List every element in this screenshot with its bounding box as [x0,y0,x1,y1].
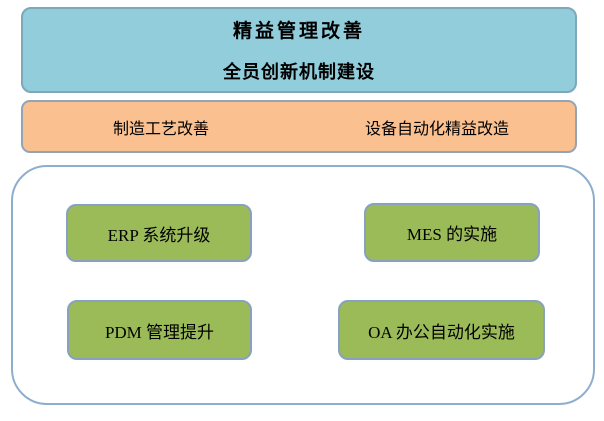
process-box-erp: ERP 系统升级 [66,204,252,262]
middle-banner: 制造工艺改善 设备自动化精益改造 [21,100,577,153]
top-banner-line-1: 精益管理改善 [232,21,365,42]
bottom-panel: ERP 系统升级 MES 的实施 PDM 管理提升 OA 办公自动化实施 [11,165,595,405]
process-box-oa-label: OA 办公自动化实施 [368,322,515,342]
middle-banner-left-item: 制造工艺改善 [112,120,209,138]
process-box-pdm: PDM 管理提升 [67,300,252,360]
process-box-mes: MES 的实施 [364,203,540,262]
process-box-pdm-label: PDM 管理提升 [104,322,215,342]
top-banner: 精益管理改善 全员创新机制建设 [21,7,577,93]
process-box-erp-label: ERP 系统升级 [107,225,211,245]
middle-banner-right-item: 设备自动化精益改造 [364,120,509,138]
process-box-mes-label: MES 的实施 [406,225,498,244]
top-banner-line-2: 全员创新机制建设 [223,62,375,82]
process-box-oa: OA 办公自动化实施 [338,300,545,360]
